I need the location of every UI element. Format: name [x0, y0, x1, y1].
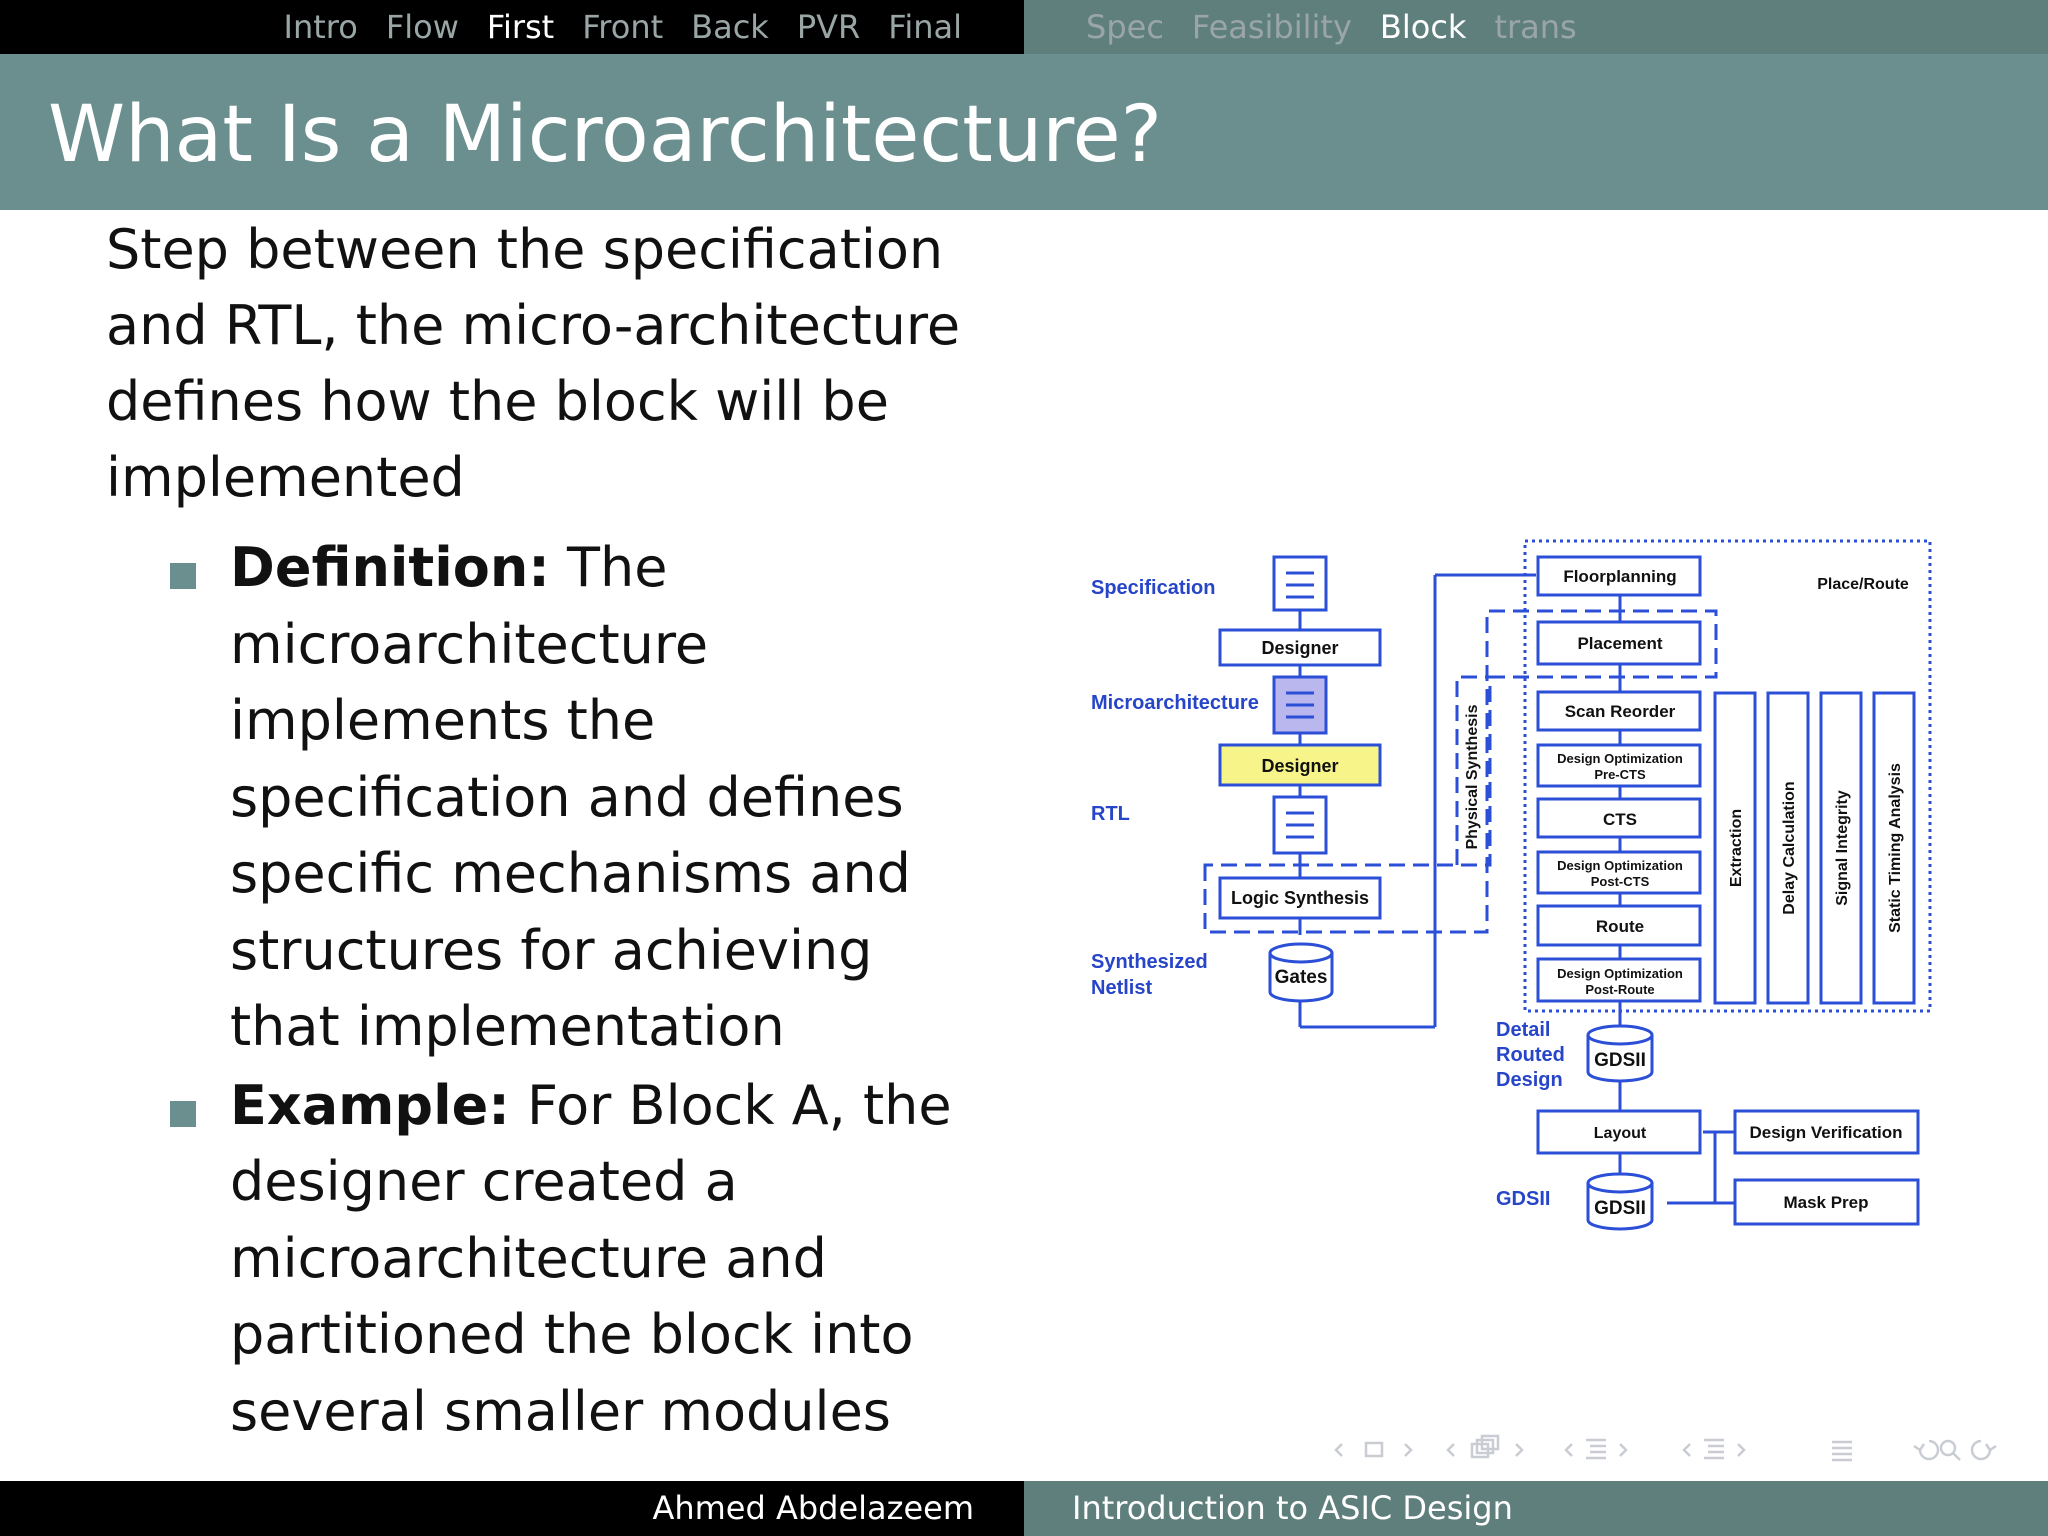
footer-author-panel: Ahmed Abdelazeem	[0, 1481, 1024, 1536]
box-logic-synthesis: Logic Synthesis	[1231, 888, 1369, 908]
box-designer: Designer	[1261, 638, 1338, 658]
box-cts: CTS	[1603, 810, 1637, 829]
slide-title: What Is a Microarchitecture?	[48, 90, 1163, 180]
asic-flow-diagram: Specification Microarchitecture RTL Synt…	[1091, 539, 1932, 1231]
frame-nav-icon[interactable]	[1334, 1441, 1413, 1458]
db-gdsii-final: GDSII	[1594, 1198, 1646, 1219]
box-route: Route	[1596, 917, 1644, 936]
box-opt-pre-cts-line2: Pre-CTS	[1594, 767, 1646, 782]
section-nav-right: Spec Feasibility Block trans	[1024, 0, 2048, 54]
label-specification: Specification	[1091, 577, 1215, 599]
bullet-term: Definition:	[230, 536, 550, 599]
nav-first[interactable]: First	[486, 8, 555, 46]
footer-course-title: Introduction to ASIC Design	[1072, 1489, 1513, 1527]
section-nav-right-items: Spec Feasibility Block trans	[1072, 0, 1591, 54]
footer-author: Ahmed Abdelazeem	[652, 1489, 974, 1527]
label-netlist: Netlist	[1091, 977, 1152, 999]
subsection-nav-icon[interactable]	[1446, 1434, 1524, 1459]
box-layout: Layout	[1594, 1125, 1647, 1142]
bullet-text: For Block A, the designer created a micr…	[230, 1073, 952, 1443]
box-design-verification: Design Verification	[1749, 1123, 1902, 1142]
box-extraction: Extraction	[1728, 809, 1745, 887]
appendix-icon[interactable]	[1832, 1440, 1852, 1462]
document-nav-icon[interactable]	[1682, 1438, 1746, 1460]
nav-trans[interactable]: trans	[1494, 8, 1577, 46]
intro-paragraph: Step between the specification and RTL, …	[106, 218, 961, 509]
footline: Ahmed Abdelazeem Introduction to ASIC De…	[0, 1481, 2048, 1536]
box-opt-post-route-line2: Post-Route	[1585, 982, 1654, 997]
label-detail: Detail	[1496, 1019, 1550, 1041]
nav-block[interactable]: Block	[1379, 8, 1467, 46]
label-synthesized: Synthesized	[1091, 951, 1208, 973]
box-static-timing-analysis: Static Timing Analysis	[1887, 763, 1904, 933]
beamer-navigation-controls	[1334, 1434, 1997, 1462]
label-microarchitecture: Microarchitecture	[1091, 692, 1259, 714]
box-floorplanning: Floorplanning	[1563, 567, 1676, 586]
nav-intro[interactable]: Intro	[283, 8, 358, 46]
slide-body: Step between the specification and RTL, …	[106, 212, 986, 1452]
label-gdsii: GDSII	[1496, 1188, 1550, 1210]
nav-pvr[interactable]: PVR	[796, 8, 861, 46]
nav-back[interactable]: Back	[691, 8, 769, 46]
region-physical-synthesis-label: Physical Synthesis	[1464, 704, 1481, 849]
frame-title-bar: What Is a Microarchitecture?	[0, 54, 2048, 210]
bullet-square-icon	[170, 1100, 196, 1127]
box-scan-reorder: Scan Reorder	[1565, 702, 1676, 721]
nav-feasibility[interactable]: Feasibility	[1191, 8, 1352, 46]
bullet-example: Example: For Block A, the designer creat…	[106, 1068, 986, 1451]
bullet-term: Example:	[230, 1073, 510, 1137]
nav-final[interactable]: Final	[888, 8, 962, 46]
db-gdsii-routed: GDSII	[1594, 1050, 1646, 1071]
box-placement: Placement	[1577, 634, 1662, 653]
section-nav-icon[interactable]	[1564, 1438, 1628, 1460]
box-opt-post-cts-line1: Design Optimization	[1557, 858, 1683, 873]
section-nav-left: Intro Flow First Front Back PVR Final	[0, 0, 1024, 54]
nav-spec[interactable]: Spec	[1086, 8, 1164, 46]
section-nav-left-items: Intro Flow First Front Back PVR Final	[270, 0, 976, 54]
box-opt-pre-cts-line1: Design Optimization	[1557, 751, 1683, 766]
bullet-square-icon	[170, 563, 196, 589]
box-delay-calculation: Delay Calculation	[1781, 781, 1798, 914]
nav-flow[interactable]: Flow	[385, 8, 459, 46]
section-navigation: Intro Flow First Front Back PVR Final Spec Feas…	[0, 0, 2048, 54]
label-rtl: RTL	[1091, 803, 1130, 825]
box-designer-highlight: Designer	[1261, 756, 1338, 776]
box-mask-prep: Mask Prep	[1783, 1193, 1868, 1212]
box-opt-post-route-line1: Design Optimization	[1557, 966, 1683, 981]
db-gates: Gates	[1275, 967, 1328, 988]
box-opt-post-cts-line2: Post-CTS	[1591, 874, 1650, 889]
bullet-list: Definition: The microarchitecture implem…	[106, 530, 986, 1450]
label-routed: Routed	[1496, 1044, 1565, 1066]
label-design: Design	[1496, 1069, 1563, 1091]
box-signal-integrity: Signal Integrity	[1834, 790, 1851, 906]
search-icon[interactable]	[1939, 1439, 1961, 1461]
bullet-text: The microarchitecture implements the spe…	[230, 536, 911, 1058]
bullet-definition: Definition: The microarchitecture implem…	[106, 530, 986, 1066]
region-place-route-label: Place/Route	[1817, 576, 1909, 593]
nav-front[interactable]: Front	[582, 8, 664, 46]
forward-icon[interactable]	[1970, 1439, 1997, 1461]
back-icon[interactable]	[1913, 1439, 1940, 1461]
footer-title-panel: Introduction to ASIC Design	[1024, 1481, 2048, 1536]
